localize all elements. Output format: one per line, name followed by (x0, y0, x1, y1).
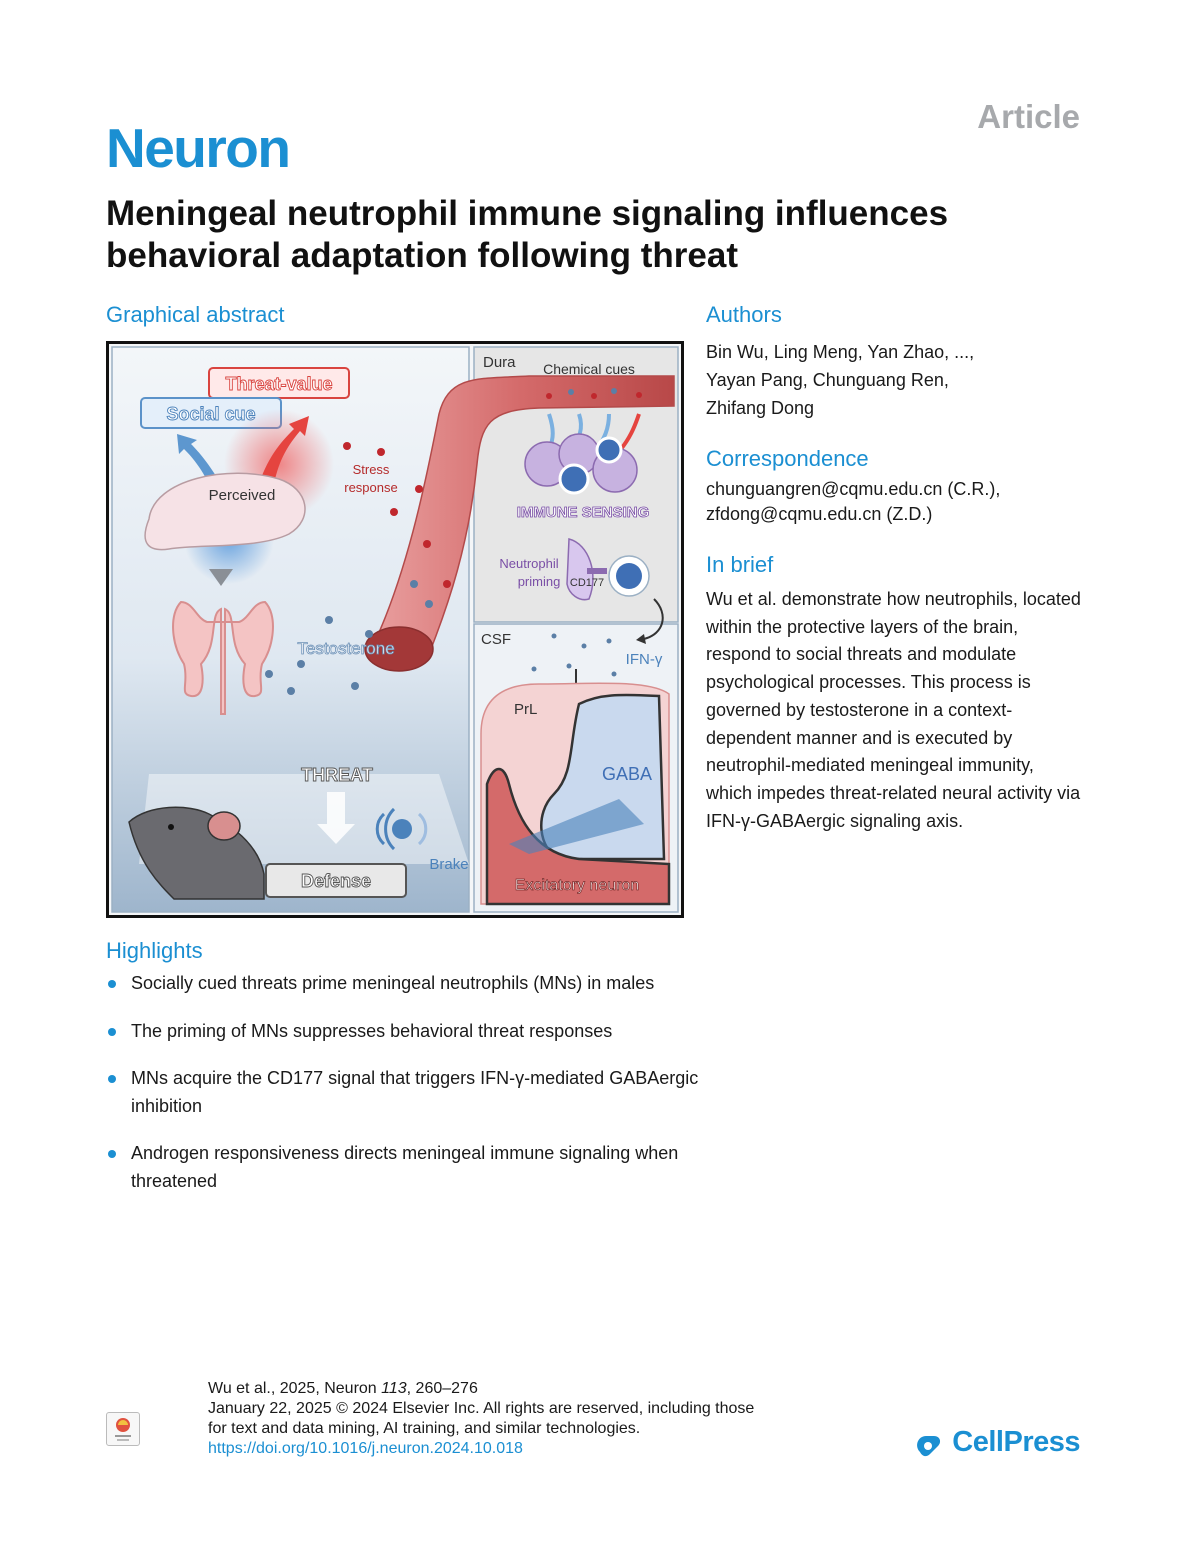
defense-label: Defense (301, 871, 371, 891)
correspondence-emails: chunguangren@cqmu.edu.cn (C.R.), zfdong@… (706, 477, 1086, 527)
immune-sensing-label: IMMUNE SENSING (517, 504, 650, 521)
csf-label: CSF (481, 631, 511, 648)
chemical-cues-label: Chemical cues (543, 361, 635, 377)
vessel-opening (364, 626, 434, 672)
authors-heading: Authors (706, 302, 782, 327)
email-link[interactable]: chunguangren@cqmu.edu.cn (C.R.), (706, 479, 1001, 499)
prl-label: PrL (514, 701, 537, 718)
citation-pages: , 260–276 (406, 1380, 478, 1397)
threat-label: THREAT (301, 765, 373, 785)
stress-label: Stress (353, 462, 390, 477)
highlight-text: Socially cued threats prime meningeal ne… (131, 973, 655, 993)
brake-signal-icon (375, 807, 428, 851)
brake-label: Brake (429, 856, 468, 873)
article-type-label: Article (977, 98, 1080, 135)
bullet-icon (108, 1075, 116, 1083)
email-link[interactable]: zfdong@cqmu.edu.cn (Z.D.) (706, 504, 933, 524)
neutrophil-cluster (524, 433, 638, 495)
social-arrow (177, 434, 221, 484)
excitatory-neuron-label: Excitatory neuron (515, 877, 640, 894)
highlight-text: MNs acquire the CD177 signal that trigge… (131, 1068, 699, 1116)
graphical-abstract-figure: Threat-value Social cue Perceived Stress… (106, 341, 684, 918)
correspondence-heading: Correspondence (706, 446, 869, 471)
testosterone-label: Testosterone (297, 639, 394, 658)
testis-illustration (172, 600, 274, 715)
chemical-particles (546, 388, 642, 399)
inhibition-wedge (509, 799, 644, 854)
highlight-item: Androgen responsiveness directs meningea… (106, 1140, 706, 1195)
citation-line: Wu et al., 2025, Neuron 113, 260–276 (208, 1379, 828, 1399)
graphical-abstract-heading: Graphical abstract (106, 302, 285, 327)
brain-illustration (144, 472, 306, 551)
stress-hormone-particles (343, 442, 451, 588)
ifn-gamma-label: IFN-γ (626, 651, 663, 668)
check-for-updates-icon[interactable] (106, 1412, 140, 1446)
perceived-label: Perceived (209, 487, 276, 504)
journal-logo: Neuron (106, 117, 291, 179)
partner-nucleus (616, 563, 642, 589)
cellpress-mark-icon (917, 1435, 941, 1456)
threat-value-label: Threat-value (225, 374, 332, 394)
bullet-icon (108, 1150, 116, 1158)
citation-volume: 113 (381, 1380, 407, 1397)
blood-vessel (367, 375, 675, 660)
citation-prefix: Wu et al., 2025, Neuron (208, 1380, 382, 1397)
highlight-item: MNs acquire the CD177 signal that trigge… (106, 1065, 706, 1120)
brake-center (392, 819, 412, 839)
citation-footer: Wu et al., 2025, Neuron 113, 260–276 Jan… (208, 1379, 828, 1459)
cd177-receptor (587, 568, 607, 574)
paper-title: Meningeal neutrophil immune signaling in… (106, 194, 949, 275)
doi-link[interactable]: https://doi.org/10.1016/j.neuron.2024.10… (208, 1440, 523, 1457)
copyright-line: for text and data mining, AI training, a… (208, 1420, 641, 1437)
in-brief-text: Wu et al. demonstrate how neutrophils, l… (706, 589, 1081, 831)
response-label: response (344, 480, 397, 495)
neutrophil-label: Neutrophil (499, 556, 558, 571)
mouse-eye (168, 824, 174, 830)
cellpress-wordmark: CellPress (952, 1426, 1080, 1458)
curved-arrow-head (636, 634, 646, 644)
mouse-ear (207, 811, 241, 841)
cd177-label: CD177 (570, 577, 604, 589)
excitatory-neuron (485, 767, 671, 906)
threat-down-arrow (317, 792, 355, 844)
highlight-text: The priming of MNs suppresses behavioral… (131, 1020, 613, 1041)
authors-line: Bin Wu, Ling Meng, Yan Zhao, ..., (706, 342, 975, 362)
down-triangle-icon (209, 569, 233, 586)
primed-neutrophil (566, 538, 594, 601)
social-cue-label: Social cue (166, 404, 255, 424)
highlights-heading: Highlights (106, 938, 203, 963)
in-brief-heading: In brief (706, 552, 774, 577)
cellpress-logo[interactable]: CellPress (914, 1426, 1080, 1459)
copyright-line: January 22, 2025 © 2024 Elsevier Inc. Al… (208, 1400, 755, 1417)
bullet-icon (108, 980, 116, 988)
defense-box (265, 863, 407, 898)
priming-label: priming (518, 574, 561, 589)
dura-label: Dura (483, 354, 516, 371)
highlight-item: The priming of MNs suppresses behavioral… (106, 1018, 706, 1046)
highlight-item: Socially cued threats prime meningeal ne… (106, 970, 706, 998)
curved-arrow (643, 598, 664, 640)
highlight-text: Androgen responsiveness directs meningea… (131, 1143, 679, 1191)
gaba-label: GABA (602, 764, 652, 784)
authors-list: Bin Wu, Ling Meng, Yan Zhao, ..., Yayan … (706, 338, 1066, 422)
authors-line: Zhifang Dong (706, 398, 815, 418)
bullet-icon (108, 1027, 116, 1036)
testosterone-particles (265, 580, 433, 695)
highlights-list: Socially cued threats prime meningeal ne… (106, 970, 706, 1215)
threat-arrow (259, 416, 309, 484)
authors-line: Yayan Pang, Chunguang Ren, (706, 370, 949, 390)
